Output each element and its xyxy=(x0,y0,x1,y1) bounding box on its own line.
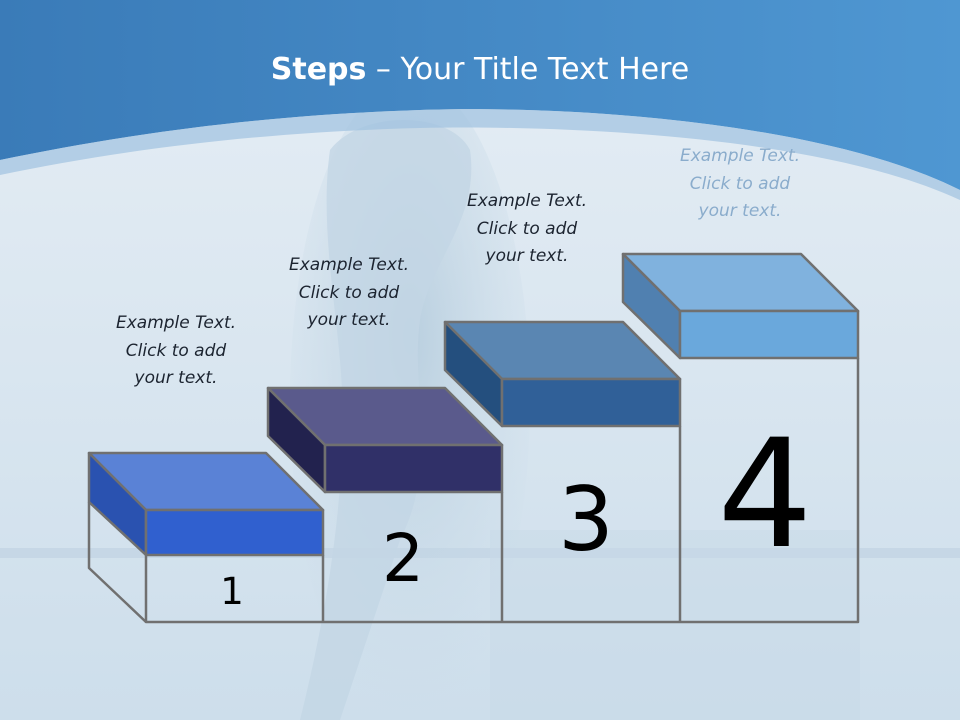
page-title[interactable]: Steps – Your Title Text Here xyxy=(0,52,960,87)
step-2-caption[interactable]: Example Text. Click to add your text. xyxy=(288,255,410,330)
step-1-block[interactable] xyxy=(87,451,325,557)
title-rest: – Your Title Text Here xyxy=(366,52,690,87)
step-1-number: 1 xyxy=(220,570,244,613)
step-3-block[interactable] xyxy=(443,320,682,428)
title-bold: Steps xyxy=(270,52,367,87)
step-4-block[interactable] xyxy=(621,252,860,360)
step-2-number: 2 xyxy=(382,520,424,597)
step-3-caption[interactable]: Example Text. Click to add your text. xyxy=(466,191,588,266)
step-2-block[interactable] xyxy=(266,386,504,494)
step-1-caption[interactable]: Example Text. Click to add your text. xyxy=(115,313,237,388)
step-3-number: 3 xyxy=(558,468,614,571)
step-4-caption[interactable]: Example Text. Click to add your text. xyxy=(679,146,801,221)
step-4-number: 4 xyxy=(717,408,813,582)
header-band xyxy=(0,0,960,190)
